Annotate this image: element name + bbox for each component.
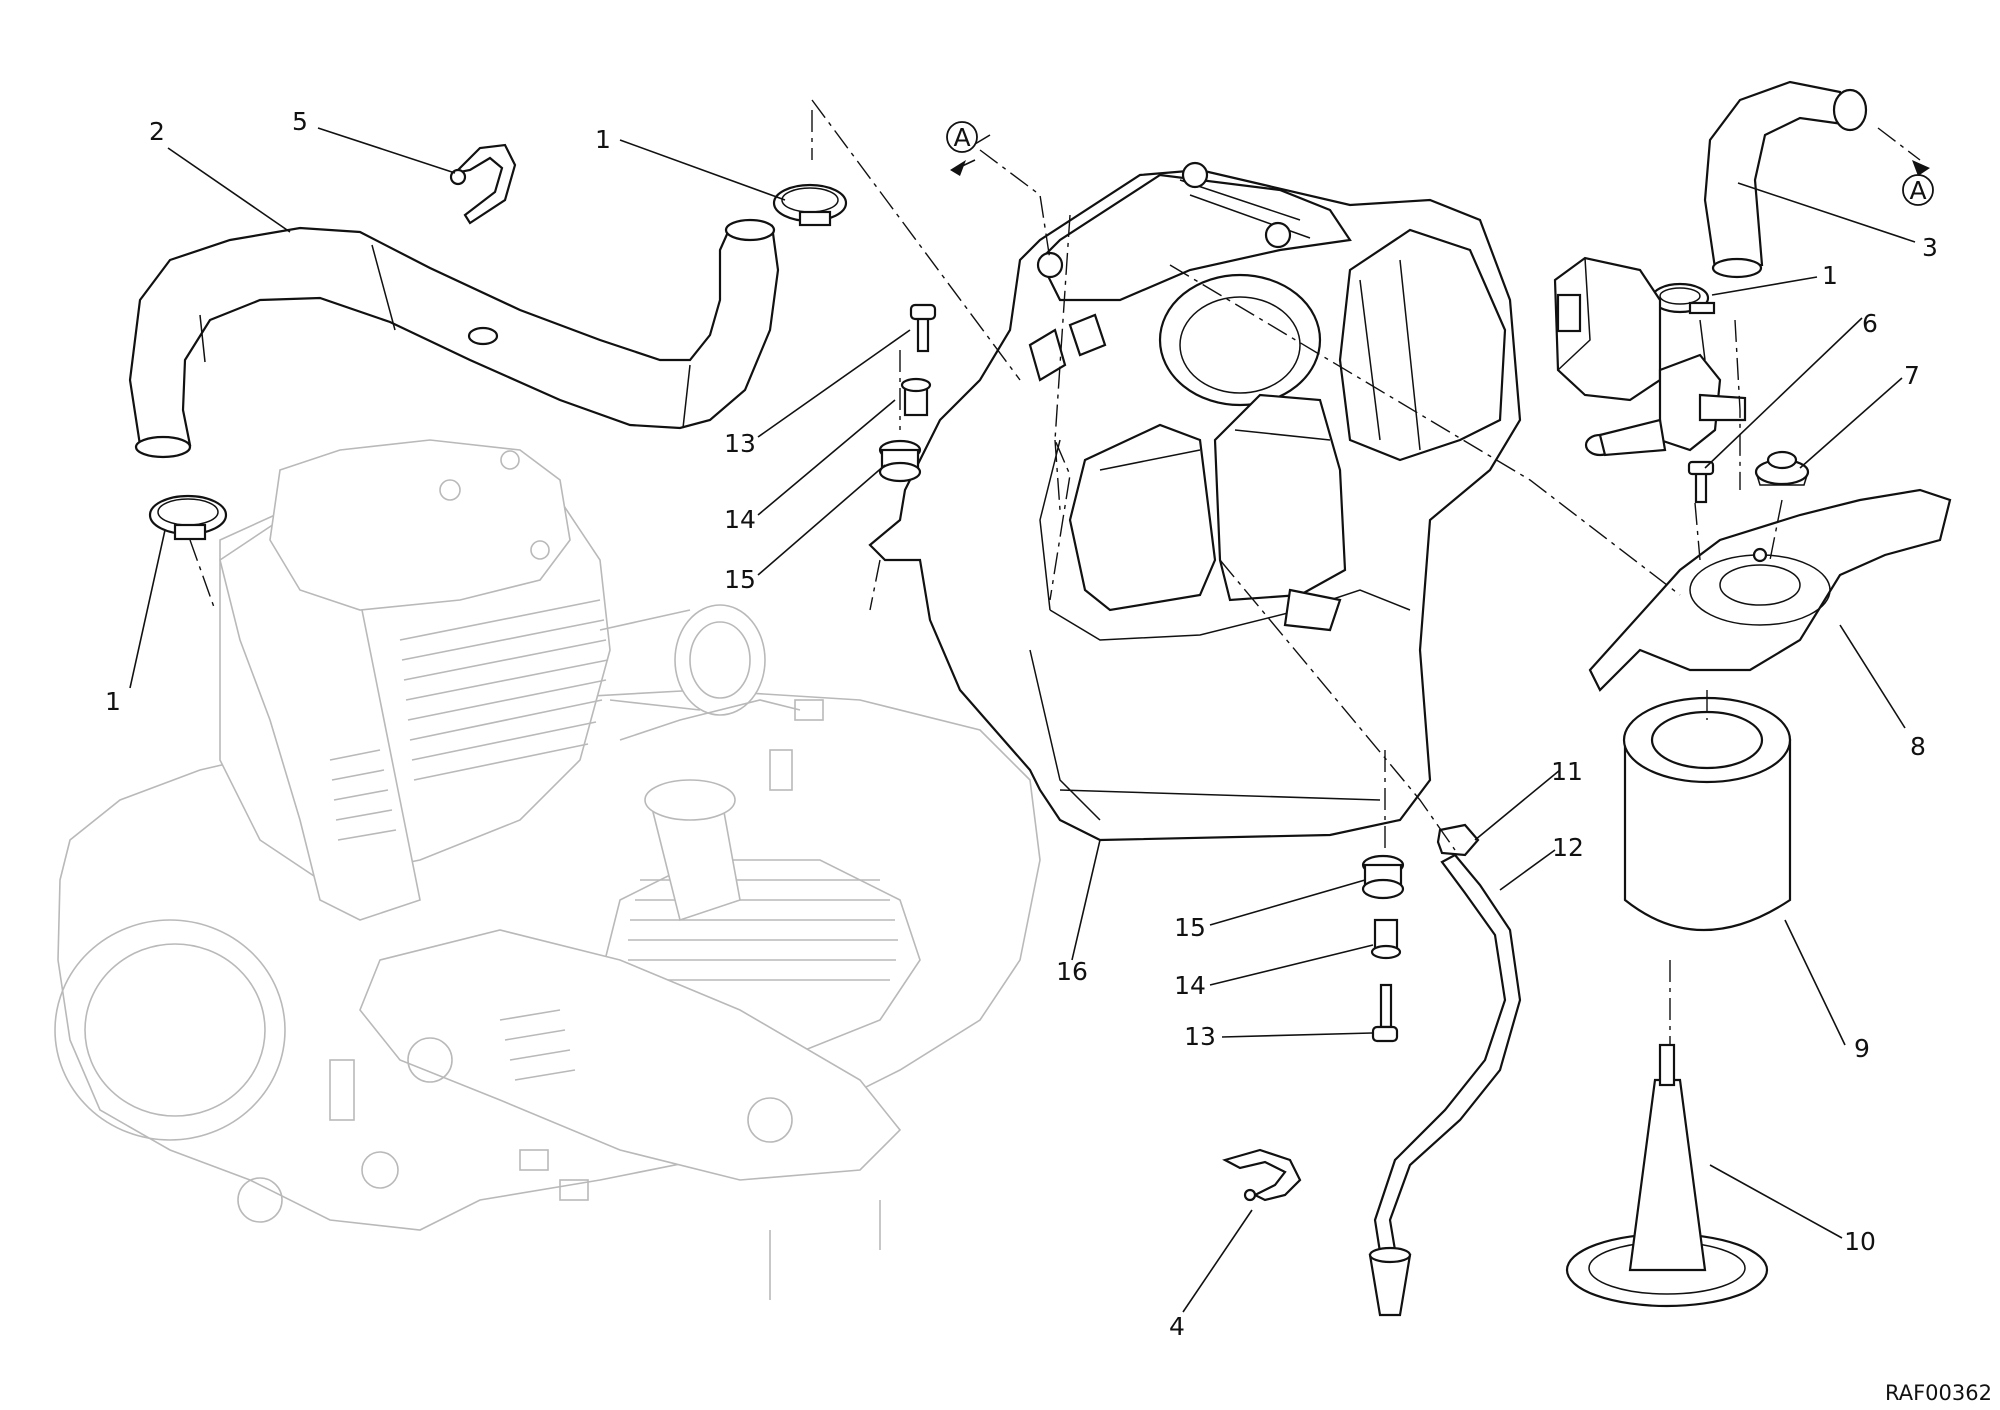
callout-14-lower: 14 (1174, 971, 1206, 1000)
callout-11: 11 (1551, 757, 1583, 786)
reference-marker-a-right: A (1902, 174, 1934, 206)
callout-1-left: 1 (105, 687, 121, 716)
clip-5 (449, 143, 517, 225)
callout-10: 10 (1844, 1227, 1876, 1256)
hose-3 (1703, 80, 1868, 279)
callout-6: 6 (1862, 309, 1878, 338)
callout-15-upper: 15 (724, 565, 756, 594)
callout-numbers: 2 5 1 13 14 15 1 3 1 6 7 8 9 10 11 12 15… (105, 107, 1938, 1341)
drain-hose-12 (1368, 853, 1522, 1317)
clip-4 (1222, 1148, 1302, 1202)
callout-14-upper: 14 (724, 505, 756, 534)
reference-lines (189, 99, 1921, 1045)
hose-clamp-1-right (1650, 282, 1716, 315)
screw-6 (1687, 460, 1715, 504)
callout-5: 5 (292, 107, 308, 136)
hose-clamp-1-left (148, 494, 228, 541)
drawing-code: RAF00362 (1885, 1381, 1992, 1405)
airbox-16 (868, 161, 1522, 842)
callout-13-upper: 13 (724, 429, 756, 458)
callout-1-right: 1 (1822, 261, 1838, 290)
nut-7 (1754, 450, 1810, 486)
callout-9: 9 (1854, 1034, 1870, 1063)
callout-4: 4 (1169, 1312, 1185, 1341)
callout-2: 2 (149, 117, 165, 146)
clip-11 (1436, 823, 1480, 857)
spacer-14-lower (1370, 918, 1402, 960)
engine-illustration (54, 439, 1041, 1300)
screw-13-upper (909, 303, 937, 353)
cover-8 (1588, 488, 1952, 692)
callout-16: 16 (1056, 957, 1088, 986)
callout-3: 3 (1922, 233, 1938, 262)
cylinder-fins-rear (399, 599, 609, 781)
filter-cone-10 (1565, 1043, 1769, 1308)
callout-8: 8 (1910, 732, 1926, 761)
breather-hose-2 (128, 218, 780, 459)
callout-13-lower: 13 (1184, 1022, 1216, 1051)
spacer-14-upper (900, 377, 932, 417)
air-filter-9 (1622, 696, 1792, 932)
screw-13-lower (1371, 983, 1399, 1043)
callout-15-lower: 15 (1174, 913, 1206, 942)
callout-12: 12 (1552, 833, 1584, 862)
grommet-15-upper (878, 439, 922, 483)
reference-marker-label: A (953, 123, 970, 152)
callout-7: 7 (1904, 361, 1920, 390)
leader-lines (129, 127, 1916, 1313)
callout-1-top: 1 (595, 125, 611, 154)
hose-clamp-1-top (772, 183, 848, 227)
reference-marker-label: A (1909, 176, 1926, 205)
reference-marker-a-left: A (946, 121, 978, 153)
grommet-15-lower (1361, 854, 1405, 900)
reference-arrows (950, 160, 1930, 176)
valve-assembly (1553, 256, 1747, 457)
